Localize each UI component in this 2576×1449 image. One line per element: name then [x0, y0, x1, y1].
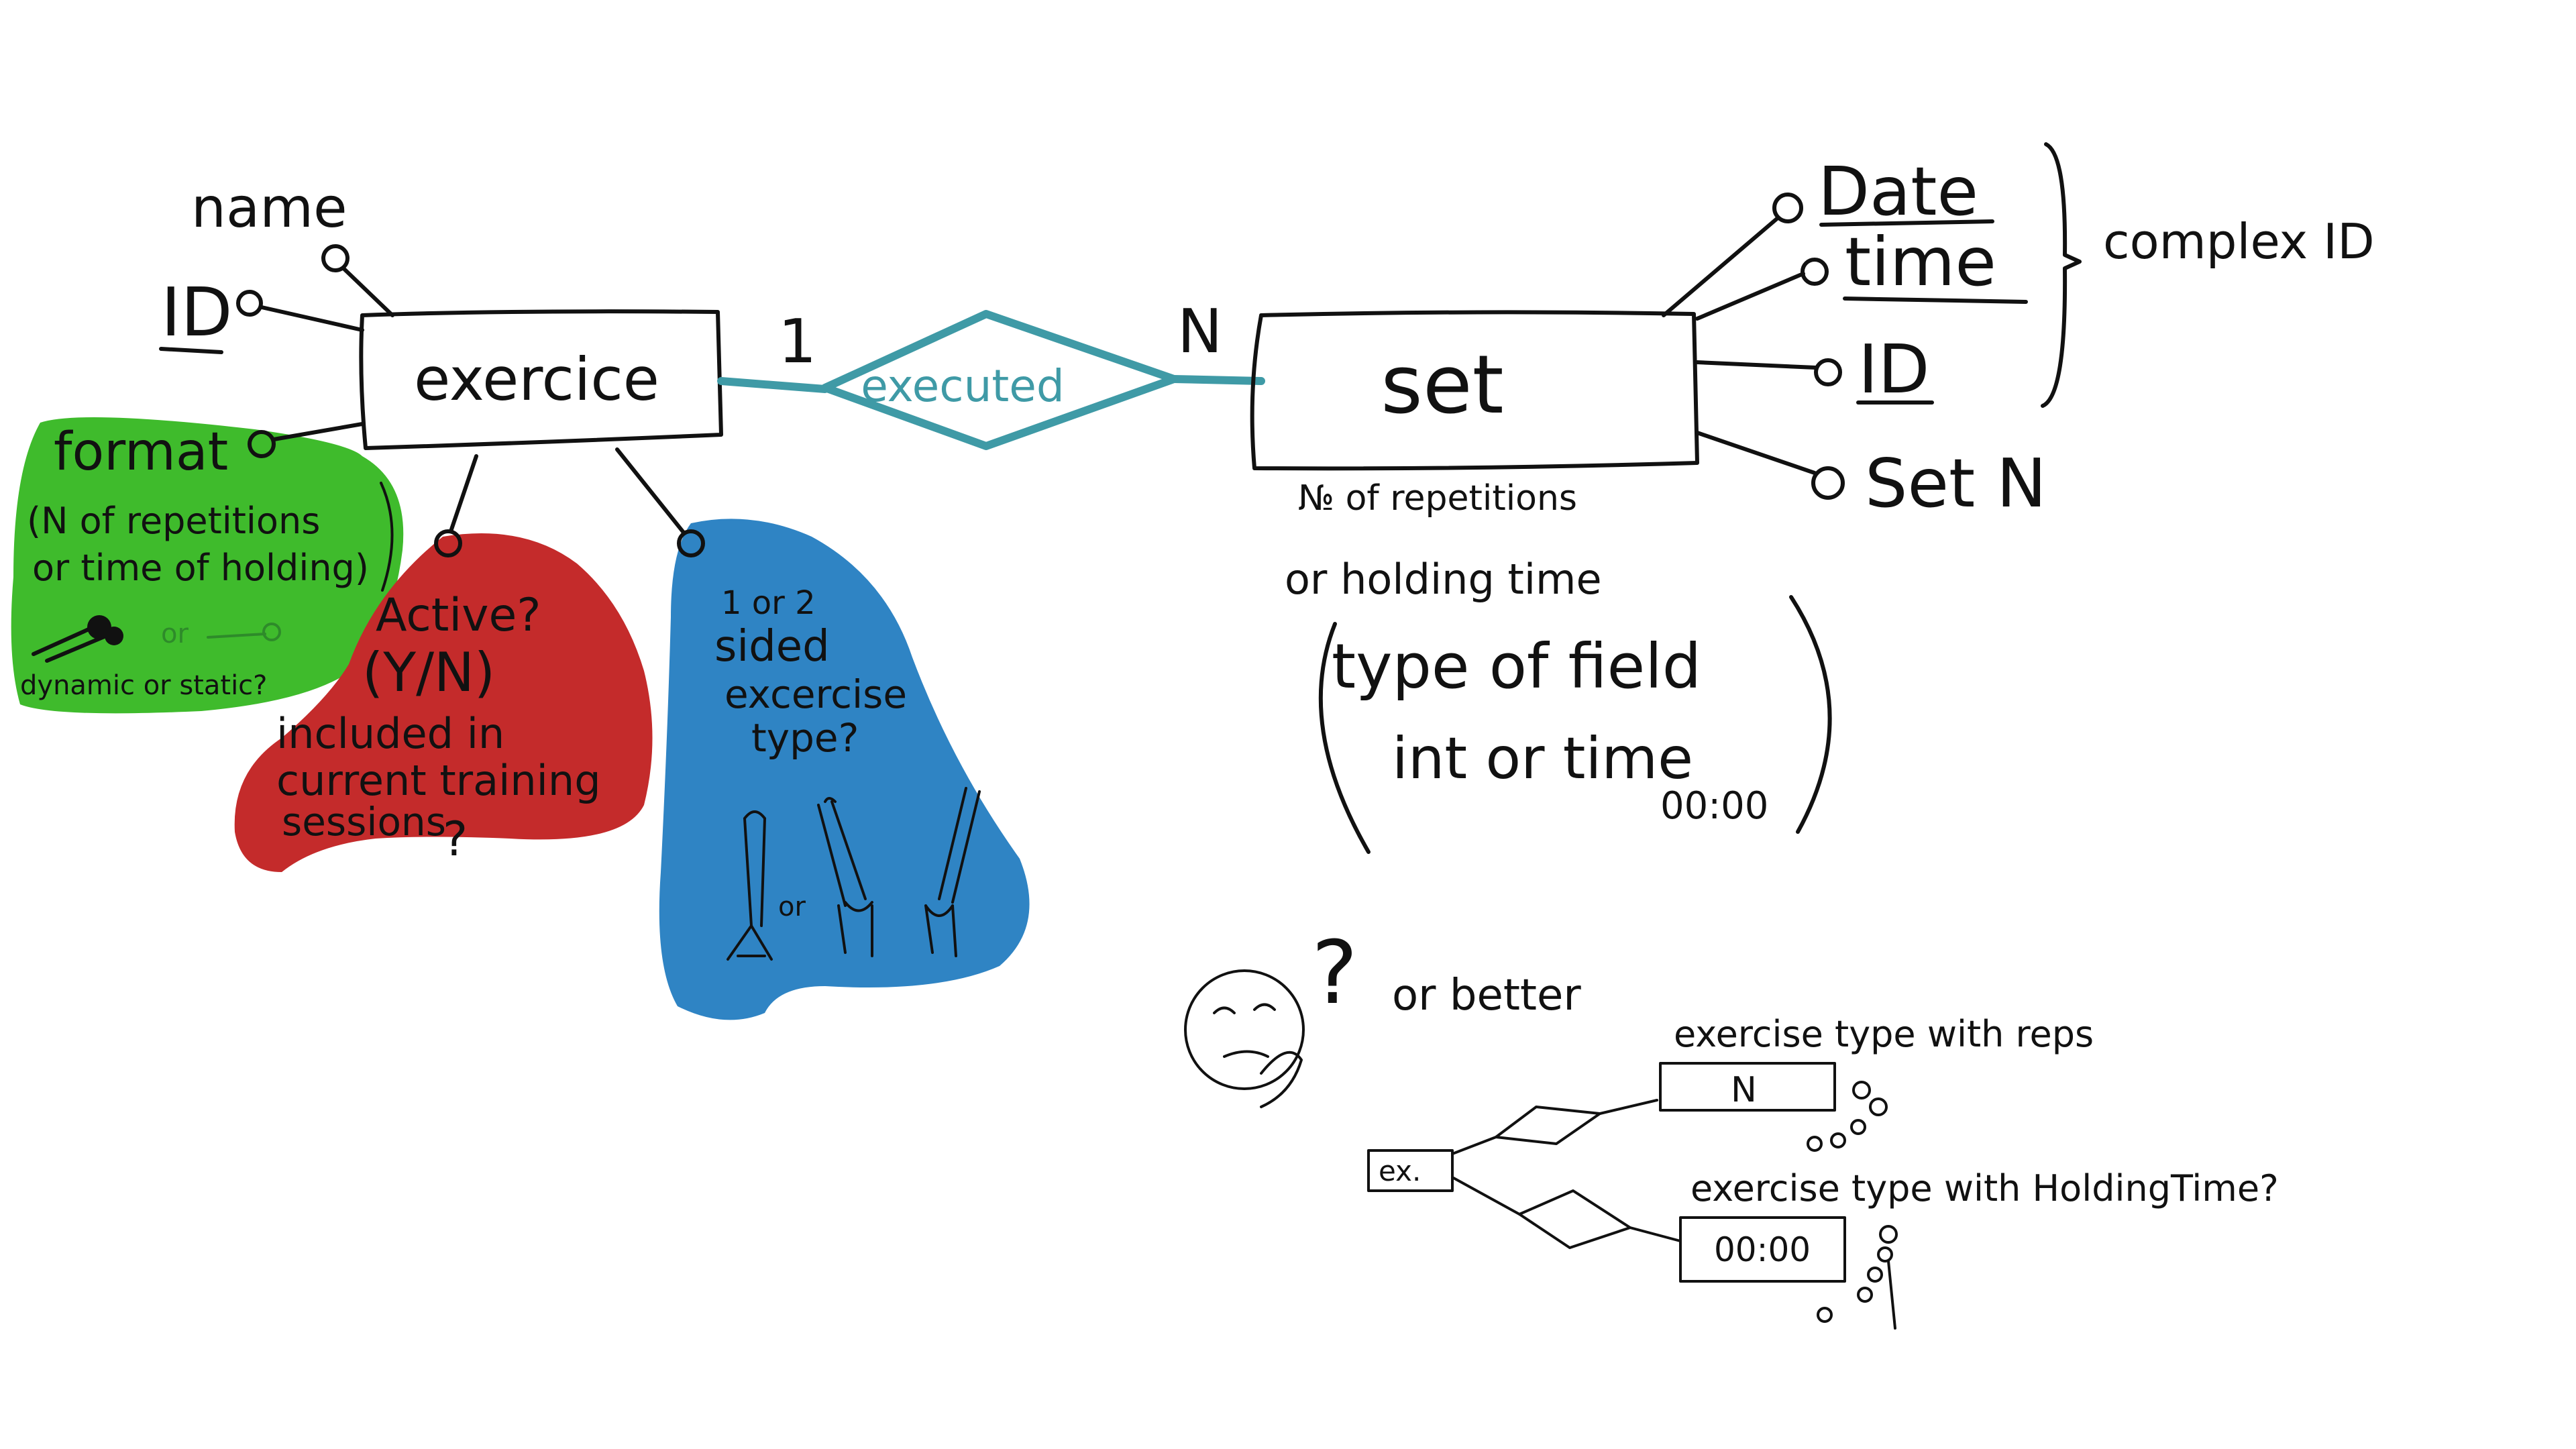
attr-format-circle — [248, 430, 276, 458]
alt-hold-connector-a — [1451, 1176, 1521, 1216]
attr-time-underline — [1843, 297, 2028, 304]
blue-note-line4: type? — [751, 715, 859, 761]
alt-hold-attribute-circles — [1817, 1225, 1898, 1330]
alt-reps-attribute-circles — [1807, 1081, 1888, 1152]
green-note-bracket-right — [380, 482, 394, 592]
alt-question-mark: ? — [1311, 922, 1358, 1024]
attr-name-connector — [341, 266, 394, 317]
set-entity-label: set — [1381, 339, 1503, 432]
blue-note-line1: 1 or 2 — [721, 584, 816, 622]
attr-id-label: ID — [161, 273, 233, 352]
complex-id-bracket — [2041, 142, 2082, 408]
blue-note-line3: excercise — [724, 672, 907, 717]
alt-reps-connector-b — [1599, 1099, 1658, 1115]
green-note-line2: or time of holding) — [32, 547, 369, 589]
attr-format-label: format — [54, 422, 228, 482]
two-sided-figure-icon — [817, 787, 981, 957]
red-note-line6: ? — [443, 812, 468, 867]
red-note-blob — [234, 533, 653, 872]
red-note-line4: current training — [276, 756, 601, 805]
attr-active-connector — [449, 454, 478, 533]
exercise-entity-box — [359, 309, 723, 450]
alt-hold-connector-b — [1629, 1226, 1682, 1242]
alt-hold-box — [1679, 1216, 1846, 1283]
attr-id-connector — [260, 305, 364, 332]
alt-hold-diamond — [1518, 1189, 1631, 1249]
blue-note-line2: sided — [714, 622, 830, 672]
relationship-diamond — [821, 310, 1178, 450]
thinking-face-icon — [1184, 969, 1305, 1108]
attr-date-underline — [1819, 219, 1994, 227]
relationship-card-right: N — [1177, 297, 1222, 367]
red-note-line3: included in — [276, 709, 504, 758]
alt-reps-title: exercise type with reps — [1674, 1013, 2094, 1055]
attr-set-n-connector — [1695, 431, 1817, 475]
alt-or-better: or better — [1392, 971, 1581, 1020]
attr-time-connector — [1695, 272, 1805, 321]
alt-ex-box — [1367, 1149, 1454, 1192]
attr-set-n-label: Set N — [1865, 444, 2047, 523]
red-note-line5: sessions — [282, 799, 446, 845]
relationship-card-left: 1 — [778, 307, 816, 377]
type-bracket-left — [1318, 622, 1371, 854]
set-type-line2: int or time — [1392, 725, 1693, 792]
blue-note-or: or — [778, 892, 806, 922]
relationship-connector-left — [717, 377, 829, 393]
red-note-line2: (Y/N) — [362, 641, 495, 704]
relationship-label: executed — [861, 360, 1065, 412]
attr-active-circle — [434, 529, 462, 557]
complex-id-label: complex ID — [2103, 213, 2375, 270]
green-note-line1: (N of repetitions — [27, 500, 320, 542]
attr-format-connector — [272, 422, 364, 441]
set-note-line2: or holding time — [1285, 555, 1602, 604]
static-figure-icon — [207, 623, 281, 641]
attr-sided-connector — [615, 447, 686, 535]
attr-set-id-label: ID — [1858, 330, 1930, 409]
set-type-line3: 00:00 — [1660, 784, 1768, 828]
attr-time-circle — [1801, 258, 1829, 286]
alt-reps-box — [1659, 1062, 1836, 1112]
attr-set-id-circle — [1814, 358, 1842, 386]
one-sided-figure-icon — [727, 810, 773, 961]
set-entity-box — [1250, 310, 1699, 471]
alt-reps-connector-a — [1451, 1136, 1497, 1155]
attr-sided-circle — [677, 529, 705, 557]
dynamic-figure-icon — [32, 615, 123, 663]
relationship-connector-right — [1170, 375, 1265, 385]
alt-reps-diamond — [1495, 1106, 1601, 1145]
green-note-or: or — [161, 619, 189, 649]
attr-date-connector — [1662, 216, 1780, 317]
attr-set-n-circle — [1811, 466, 1845, 500]
blue-note-blob — [659, 519, 1030, 1020]
alt-hold-title: exercise type with HoldingTime? — [1690, 1167, 2279, 1210]
set-type-line1: type of field — [1332, 631, 1701, 702]
attr-date-circle — [1772, 193, 1803, 223]
attr-name-circle — [321, 244, 350, 272]
attr-set-id-connector — [1695, 360, 1818, 370]
attr-id-circle — [236, 290, 263, 317]
set-note-line1: № of repetitions — [1298, 478, 1577, 519]
attr-id-underline — [159, 347, 223, 354]
alt-reps-box-label: N — [1731, 1070, 1757, 1110]
alt-ex-label: ex. — [1379, 1155, 1421, 1187]
type-bracket-right — [1789, 595, 1832, 834]
alt-hold-box-label: 00:00 — [1714, 1230, 1811, 1269]
exercise-entity-label: exercice — [414, 345, 659, 414]
attr-name-label: name — [191, 176, 347, 240]
green-note-line3: dynamic or static? — [20, 670, 267, 701]
attr-time-label: time — [1845, 223, 1996, 301]
attr-date-label: Date — [1818, 152, 1978, 231]
red-note-line1: Active? — [376, 589, 541, 642]
